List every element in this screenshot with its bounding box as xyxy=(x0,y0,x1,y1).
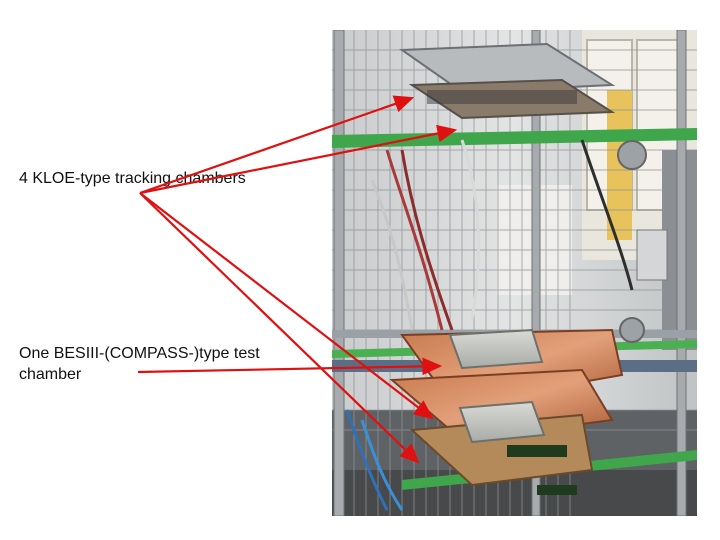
kloe-chambers-label: 4 KLOE-type tracking chambers xyxy=(19,170,246,187)
detector-setup-photo xyxy=(332,30,697,516)
besiii-chamber-label: One BESIII-(COMPASS-)type test chamber xyxy=(19,345,260,383)
